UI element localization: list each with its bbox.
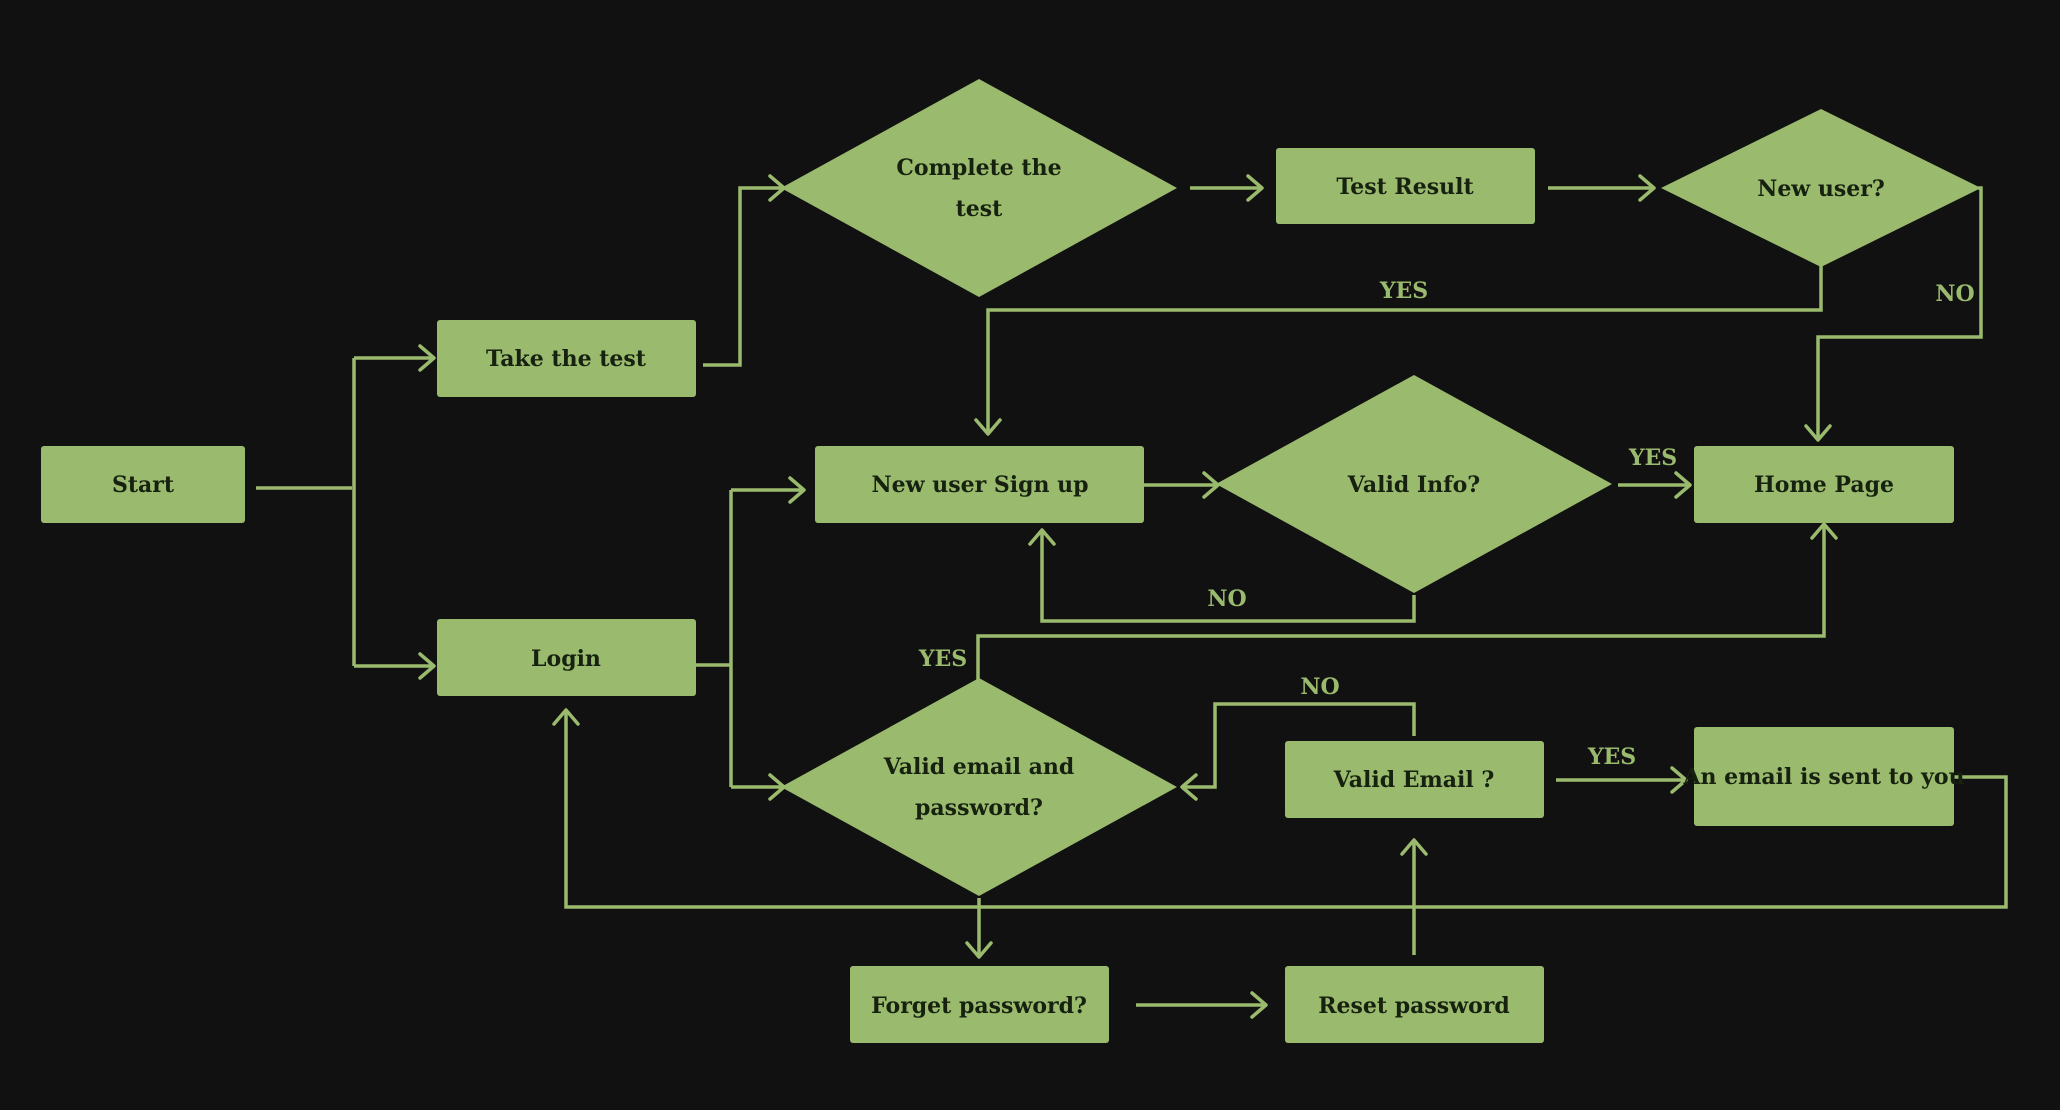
svg-text:Take the test: Take the test (486, 346, 647, 372)
svg-text:Test Result: Test Result (1336, 174, 1474, 200)
node-complete-the-test: Complete the test (781, 79, 1177, 297)
edge-take-test-to-complete (703, 186, 782, 367)
svg-text:An email is sent to you: An email is sent to you (1682, 764, 1964, 790)
label-validinfo-yes: YES (1628, 445, 1677, 471)
node-valid-email-and-password-question: Valid email and password? (781, 678, 1177, 896)
node-email-sent: An email is sent to you (1682, 727, 1965, 826)
node-valid-info-question: Valid Info? (1216, 375, 1612, 593)
node-login: Login (437, 619, 696, 696)
edge-login-split (695, 490, 733, 787)
label-newuser-no: NO (1935, 281, 1974, 307)
label-validemail-yes: YES (1587, 744, 1636, 770)
svg-text:password?: password? (915, 795, 1043, 821)
edge-validemailpw-yes (976, 526, 1826, 680)
node-new-user-sign-up: New user Sign up (815, 446, 1144, 523)
svg-text:New user Sign up: New user Sign up (872, 472, 1089, 498)
label-validemail-no: NO (1300, 674, 1339, 700)
svg-text:New user?: New user? (1757, 176, 1885, 202)
svg-text:Valid Email ?: Valid Email ? (1333, 767, 1495, 793)
node-start: Start (41, 446, 245, 523)
label-newuser-yes: YES (1379, 278, 1428, 304)
svg-text:Valid Info?: Valid Info? (1347, 472, 1480, 498)
node-valid-email-question: Valid Email ? (1285, 741, 1544, 818)
svg-text:Home Page: Home Page (1754, 472, 1894, 498)
edge-validinfo-no (1040, 532, 1416, 623)
svg-text:Complete the: Complete the (896, 155, 1061, 181)
edge-emailsent-to-login (564, 712, 2008, 909)
edge-start-branch (256, 358, 356, 666)
connectors (256, 174, 2008, 1019)
label-validemailpw-yes: YES (918, 646, 967, 672)
label-validinfo-no: NO (1207, 586, 1246, 612)
svg-text:Start: Start (112, 472, 175, 498)
node-take-the-test: Take the test (437, 320, 696, 397)
node-home-page: Home Page (1694, 446, 1954, 523)
node-reset-password: Reset password (1285, 966, 1544, 1043)
svg-text:Valid email and: Valid email and (883, 754, 1075, 780)
svg-text:Forget password?: Forget password? (871, 993, 1087, 1019)
edge-newuser-yes (986, 265, 1823, 432)
svg-text:test: test (956, 196, 1004, 222)
svg-text:Login: Login (531, 646, 601, 672)
svg-text:Reset password: Reset password (1318, 993, 1509, 1019)
node-test-result: Test Result (1276, 148, 1535, 224)
edge-validemail-no (1184, 702, 1416, 789)
edge-labels: YES NO YES NO YES NO YES (918, 278, 1975, 770)
node-forget-password: Forget password? (850, 966, 1109, 1043)
node-new-user-question: New user? (1661, 109, 1981, 267)
